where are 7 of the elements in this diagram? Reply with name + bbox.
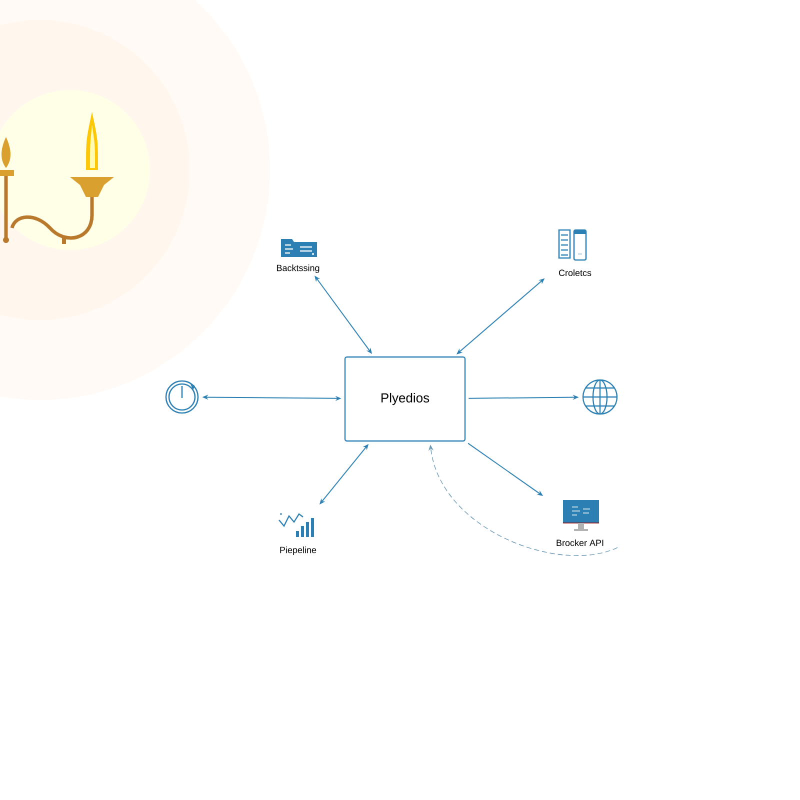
clock-icon xyxy=(165,380,199,414)
globe-icon xyxy=(582,379,618,415)
icon-label: Piepeline xyxy=(280,546,316,555)
icon-label: Croletcs xyxy=(558,269,592,276)
process-box: Plyedios xyxy=(344,356,466,442)
icon-label: Brocker API xyxy=(556,539,604,546)
icon-label: Backtssing xyxy=(276,264,320,273)
